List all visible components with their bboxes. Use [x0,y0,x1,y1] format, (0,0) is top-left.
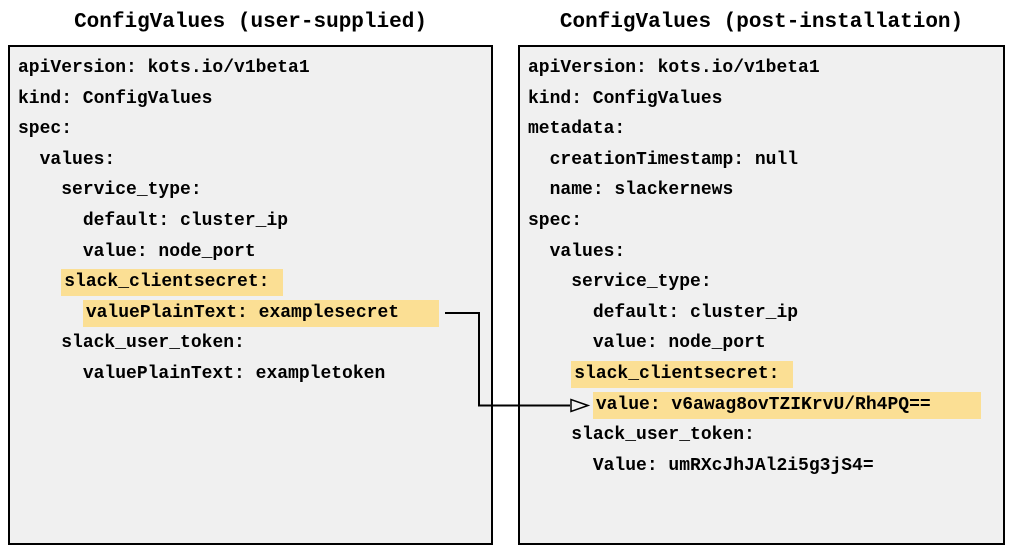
code-text: value: node_port [82,241,256,262]
code-line: values: [528,237,995,268]
code-text: slack_user_token: [61,333,245,354]
code-line: creationTimestamp: null [528,145,995,176]
left-panel-code: apiVersion: kots.io/v1beta1 kind: ConfigV… [18,53,483,390]
code-line: spec: [528,206,995,237]
code-line: kind: ConfigValues [528,84,995,115]
code-line: default: cluster_ip [528,298,995,329]
highlighted-code-text: slack_clientsecret: [61,269,284,297]
code-line: kind: ConfigValues [18,84,483,115]
code-line: slack_clientsecret: [18,267,483,298]
code-line: service_type: [528,267,995,298]
right-panel-code: apiVersion: kots.io/v1beta1 kind: ConfigV… [528,53,995,481]
code-text: apiVersion: kots.io/v1beta1 [18,58,310,78]
code-line: Value: umRXcJhJAl2i5g3jS4= [528,451,995,482]
right-panel-post-installation: apiVersion: kots.io/v1beta1 kind: ConfigV… [518,45,1005,545]
code-text: Value: umRXcJhJAl2i5g3jS4= [592,455,874,476]
code-text: default: cluster_ip [82,210,289,231]
code-line: name: slackernews [528,175,995,206]
code-line: slack_user_token: [528,420,995,451]
code-text: service_type: [571,272,712,293]
code-line: apiVersion: kots.io/v1beta1 [528,53,995,84]
code-text: name: slackernews [549,180,734,201]
code-line: value: node_port [18,237,483,268]
code-text: default: cluster_ip [592,302,799,323]
code-line: valuePlainText: examplesecret [18,298,483,329]
code-line: value: v6awag8ovTZIKrvU/Rh4PQ== [528,390,995,421]
code-text: value: node_port [592,333,766,354]
code-text: spec: [528,210,583,231]
code-text: kind: ConfigValues [18,88,213,109]
code-line: slack_user_token: [18,328,483,359]
left-panel-title: ConfigValues (user-supplied) [74,11,427,34]
code-text: creationTimestamp: null [549,149,799,170]
highlighted-code-text: slack_clientsecret: [571,360,794,388]
code-text: values: [549,241,626,262]
code-line: slack_clientsecret: [528,359,995,390]
code-text: spec: [18,119,73,140]
highlighted-code-text: value: v6awag8ovTZIKrvU/Rh4PQ== [592,391,981,419]
code-text: service_type: [61,180,202,201]
code-text: apiVersion: kots.io/v1beta1 [528,58,820,78]
code-line: values: [18,145,483,176]
code-line: service_type: [18,175,483,206]
left-panel-user-supplied: apiVersion: kots.io/v1beta1 kind: ConfigV… [8,45,493,545]
code-text: slack_user_token: [571,425,755,446]
code-text: kind: ConfigValues [528,88,723,109]
highlighted-code-text: valuePlainText: examplesecret [82,299,440,327]
code-text: values: [39,149,116,170]
code-text: metadata: [528,119,626,140]
code-line: spec: [18,114,483,145]
code-line: apiVersion: kots.io/v1beta1 [18,53,483,84]
code-line: valuePlainText: exampletoken [18,359,483,390]
code-line: value: node_port [528,328,995,359]
code-line: metadata: [528,114,995,145]
code-text: valuePlainText: exampletoken [82,363,386,384]
code-line: default: cluster_ip [18,206,483,237]
right-panel-title: ConfigValues (post-installation) [559,11,964,34]
